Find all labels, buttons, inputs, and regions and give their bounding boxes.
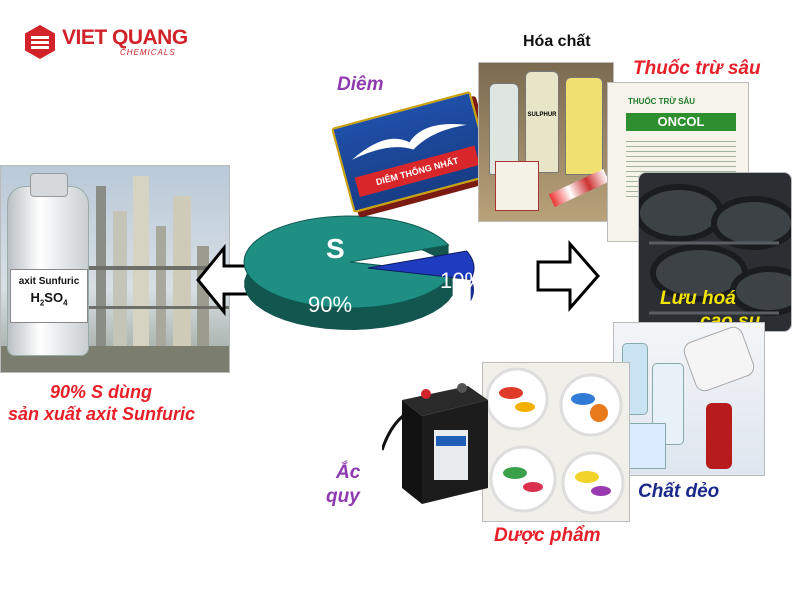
cola-bottle	[706, 403, 732, 469]
chemicals-photo: SULPHUR	[478, 62, 614, 222]
pesticide-brand: ONCOL	[657, 114, 705, 129]
sulfur-pie-chart: S 90% 10%	[243, 215, 484, 330]
formula-so: SO	[44, 290, 64, 305]
plastic-cup	[624, 423, 666, 469]
pie-label-90: 90%	[308, 292, 352, 317]
bottle-label-formula: H2SO4	[11, 290, 87, 308]
pills-illustration	[485, 367, 625, 515]
pie-element-label: S	[326, 233, 345, 264]
label-diem: Diêm	[337, 74, 384, 95]
sulphur-jar-label: SULPHUR	[527, 112, 557, 118]
label-chat-deo: Chất dẻo	[638, 481, 720, 502]
label-luu-hoa-line1: Lưu hoá	[660, 288, 736, 309]
brand-logo: VIET QUANG CHEMICALS	[22, 24, 202, 60]
pesticide-pack-title: THUỐC TRỪ SÂU	[628, 97, 696, 106]
battery-icon	[382, 383, 488, 504]
label-ac-quy-line2: quy	[326, 486, 360, 507]
bottle-label-name: axit Sunfuric	[18, 276, 80, 287]
acid-bottle: axit Sunfuric H2SO4	[7, 173, 89, 356]
brand-name: VIET QUANG	[62, 26, 188, 49]
hexagon-logo-icon	[25, 25, 55, 59]
right-arrow-icon	[536, 240, 600, 312]
tyre-tread-illustration	[639, 184, 791, 316]
formula-h: H	[30, 290, 40, 305]
pie-slice-90	[243, 215, 454, 309]
pie-label-10: 10%	[440, 268, 484, 293]
tyres-photo	[638, 172, 792, 332]
battery-photo	[382, 380, 492, 510]
bottle-2: SULPHUR	[525, 71, 559, 173]
matchbox-photo: DIÊM THỐNG NHẤT	[331, 90, 493, 214]
label-ac-quy-line1: Ắc	[336, 462, 361, 483]
pesticide-brand-band: ONCOL	[626, 113, 736, 131]
bottle-label: axit Sunfuric H2SO4	[10, 269, 88, 323]
pharma-photo	[482, 362, 630, 522]
formula-h-sub: 2	[39, 298, 45, 308]
label-duoc-pham: Dược phẩm	[494, 525, 601, 546]
left-caption-line2: sản xuất axit Sunfuric	[8, 404, 196, 424]
plastic-bottle-2	[652, 363, 684, 445]
left-caption-line1: 90% S dùng	[50, 382, 153, 402]
bottle-3	[565, 77, 603, 175]
pie-slice-10	[367, 250, 475, 280]
plastics-photo	[613, 322, 765, 476]
brand-tagline: CHEMICALS	[120, 48, 176, 57]
formula-o-sub: 4	[63, 298, 68, 308]
label-hoa-chat: Hóa chất	[523, 33, 591, 50]
reagent-box	[495, 161, 539, 211]
plastic-jug	[680, 323, 758, 395]
bottle-cap	[30, 173, 68, 197]
label-thuoc-tru-sau: Thuốc trừ sâu	[633, 58, 761, 79]
